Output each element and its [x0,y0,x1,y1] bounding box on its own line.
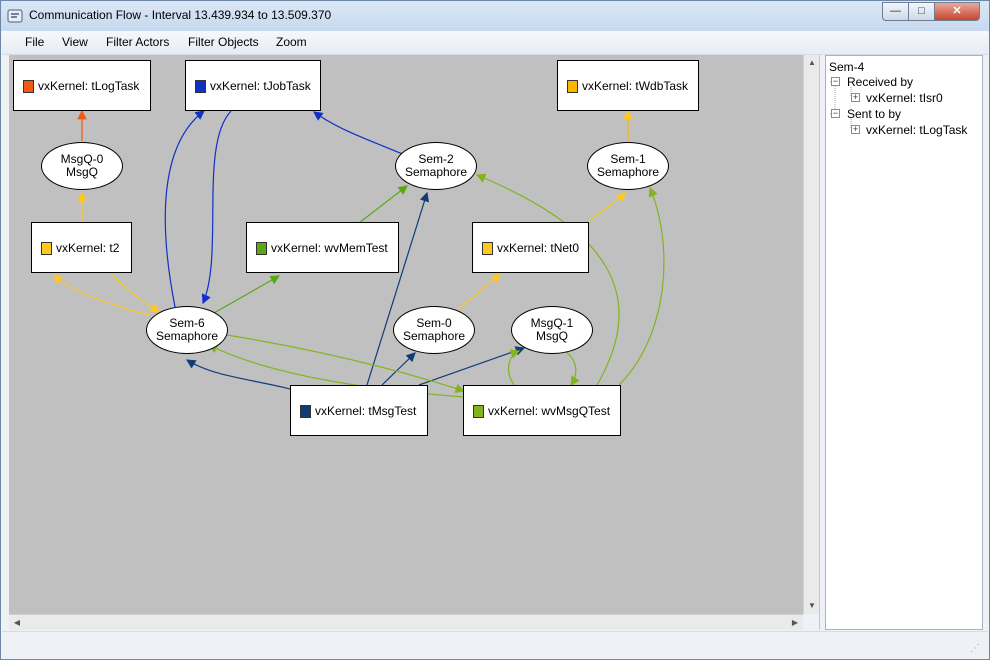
expand-icon[interactable]: + [851,92,860,102]
actor-tmsgtest[interactable]: vxKernel: tMsgTest [290,385,428,436]
object-name: MsgQ-1 [530,316,574,330]
actor-label: vxKernel: tWdbTask [582,79,689,93]
edge-msgq1-wvmsgqtest [564,350,580,386]
expand-icon[interactable]: + [851,124,860,134]
edge-tjobtask-sem6 [201,110,232,305]
object-name: MsgQ-0 [60,152,104,166]
edge-sem6-wvmemtest [213,275,281,314]
tree-sent-to-by[interactable]: Sent to by [847,107,902,121]
edge-sem6-wvmsgqtest [226,334,466,393]
menu-filter-actors[interactable]: Filter Actors [106,35,170,49]
edge-tmsgtest-msgq1 [418,346,526,386]
edge-tnet0-sem1 [588,192,627,222]
edge-wvmsgqtest-msgq1 [507,349,521,386]
actor-label: vxKernel: t2 [56,241,120,255]
tree-received-by[interactable]: Received by [847,75,914,89]
object-name: Sem-0 [416,316,452,330]
object-name: Sem-6 [169,316,205,330]
object-sem1[interactable]: Sem-1 Semaphore [587,142,669,190]
object-sem6[interactable]: Sem-6 Semaphore [146,306,228,354]
actor-twdbtask[interactable]: vxKernel: tWdbTask [557,60,699,111]
object-type: MsgQ [65,165,98,179]
close-button[interactable]: ✕ [934,2,980,21]
resize-grip-icon[interactable]: ⋰ [970,643,980,654]
edge-sem6-t2 [53,274,150,316]
object-type: Semaphore [155,329,219,343]
collapse-icon[interactable]: − [831,108,840,118]
object-name: Sem-2 [418,152,454,166]
tree-root[interactable]: Sem-4 [829,60,865,74]
menu-zoom[interactable]: Zoom [276,35,307,49]
collapse-icon[interactable]: − [831,76,840,86]
object-msgq1[interactable]: MsgQ-1 MsgQ [511,306,593,354]
actor-wvmsgqtest[interactable]: vxKernel: wvMsgQTest [463,385,621,436]
actor-wvmemtest[interactable]: vxKernel: wvMemTest [246,222,399,273]
actor-label: vxKernel: tJobTask [210,79,311,93]
actor-label: vxKernel: wvMsgQTest [488,404,611,418]
scroll-right-icon[interactable]: ▶ [791,618,799,627]
status-bar: ⋰ [2,631,988,659]
object-type: Semaphore [404,165,468,179]
actor-label: vxKernel: wvMemTest [271,241,388,255]
color-swatch [41,242,52,255]
scroll-left-icon[interactable]: ◀ [13,618,21,627]
horizontal-scrollbar[interactable]: ◀ ▶ [9,614,803,630]
actor-label: vxKernel: tNet0 [497,241,580,255]
color-swatch [567,80,578,93]
actor-label: vxKernel: tLogTask [38,79,140,93]
object-msgq0[interactable]: MsgQ-0 MsgQ [41,142,123,190]
actor-t2[interactable]: vxKernel: t2 [31,222,132,273]
edge-wvmsgqtest-sem2 [475,173,620,386]
edge-sem2-tjobtask [313,111,406,156]
object-type: Semaphore [596,165,660,179]
actor-tnet0[interactable]: vxKernel: tNet0 [472,222,589,273]
vertical-scrollbar[interactable]: ▲ ▼ [803,55,819,614]
actor-tlogtask[interactable]: vxKernel: tLogTask [13,60,151,111]
color-swatch [195,80,206,93]
object-type: Semaphore [402,329,466,343]
actor-tjobtask[interactable]: vxKernel: tJobTask [185,60,321,111]
actor-label: vxKernel: tMsgTest [315,404,417,418]
edge-t2-sem6 [110,273,161,313]
color-swatch [473,405,484,418]
menu-file[interactable]: File [25,35,45,49]
object-tree: Sem-4 − Received by + vxKernel: tIsr0 − … [825,55,983,630]
app-icon [7,9,23,23]
tree-received-by-item[interactable]: vxKernel: tIsr0 [866,91,943,105]
edge-wvmsgqtest-sem1 [618,186,665,386]
color-swatch [23,80,34,93]
scroll-down-icon[interactable]: ▼ [808,601,816,610]
edge-sem0-tnet0 [458,273,501,310]
tree-sent-to-by-item[interactable]: vxKernel: tLogTask [866,123,968,137]
menu-filter-objects[interactable]: Filter Objects [188,35,259,49]
flow-canvas[interactable]: vxKernel: tLogTask vxKernel: tJobTask vx… [9,55,803,614]
window-title: Communication Flow - Interval 13.439.934… [29,8,332,22]
scroll-up-icon[interactable]: ▲ [808,58,816,67]
edge-tmsgtest-sem0 [381,352,416,386]
color-swatch [482,242,493,255]
edge-wvmemtest-sem2 [358,185,408,224]
minimize-button[interactable]: — [882,2,909,21]
edge-tmsgtest-sem2 [366,191,430,386]
object-name: Sem-1 [610,152,646,166]
color-swatch [300,405,311,418]
object-sem2[interactable]: Sem-2 Semaphore [395,142,477,190]
edge-layer [53,109,665,398]
maximize-button[interactable]: □ [908,2,935,21]
object-type: MsgQ [535,329,568,343]
title-bar[interactable]: Communication Flow - Interval 13.439.934… [1,1,989,31]
color-swatch [256,242,267,255]
menu-view[interactable]: View [62,35,88,49]
object-sem0[interactable]: Sem-0 Semaphore [393,306,475,354]
menu-bar: File View Filter Actors Filter Objects Z… [2,31,988,55]
edge-sem6-tjobtask [164,110,205,308]
pane-splitter[interactable] [819,55,825,630]
